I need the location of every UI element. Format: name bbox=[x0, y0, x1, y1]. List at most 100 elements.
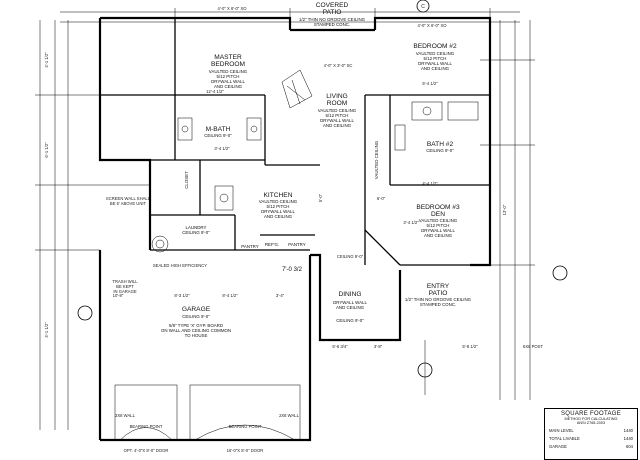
bedroom3-l2: 5/12 PITCH bbox=[427, 223, 450, 228]
ceiling-height-note: CEILING 9'-0" bbox=[337, 254, 364, 259]
square-footage-row-garage: GARAGE 604 bbox=[545, 444, 637, 449]
dim-d8: 5'-0" bbox=[318, 193, 323, 202]
square-footage-note1: METHOD FOR CALCULATING bbox=[564, 417, 618, 421]
entry-name: ENTRY bbox=[427, 283, 450, 290]
kitchen-l2: 5/12 PITCH bbox=[267, 204, 290, 209]
refg-name: REF'G. bbox=[265, 242, 279, 247]
master-bedroom-name: MASTER bbox=[214, 54, 242, 61]
bath2-l1: CEILING 9'-0" bbox=[426, 148, 454, 153]
kitchen-l3: DRYWALL WALL bbox=[261, 209, 295, 214]
dim-b1: 2X8 WALL bbox=[115, 413, 136, 418]
garage-name: GARAGE bbox=[182, 306, 211, 313]
bedroom3-name2: DEN bbox=[431, 211, 445, 218]
garage-area-label: GARAGE bbox=[549, 444, 567, 449]
section-markers: C bbox=[77, 0, 568, 395]
dim-b2: 2X8 WALL bbox=[279, 413, 300, 418]
total-livable-label: TOTAL LIVABLE bbox=[549, 436, 580, 441]
main-level-value: 1440 bbox=[623, 428, 633, 433]
section-marker-label: C bbox=[421, 4, 425, 10]
garage-l1: CEILING 9'-0" bbox=[182, 314, 210, 319]
kitchen-l4: AND CEILING bbox=[264, 214, 293, 219]
interior-walls bbox=[100, 18, 490, 266]
dim-g3: 8'-4 1/2" bbox=[222, 293, 238, 298]
dining-l1: DRYWALL WALL bbox=[333, 300, 367, 305]
covered-patio-name2: PATIO bbox=[323, 9, 342, 16]
living-room-l2: 5/12 PITCH bbox=[326, 113, 349, 118]
square-footage-table: SQUARE FOOTAGE METHOD FOR CALCULATING AN… bbox=[544, 408, 638, 460]
entry-l2: STAMPED CONC. bbox=[420, 302, 456, 307]
trash-note: TRASH WILL bbox=[112, 279, 138, 284]
garage-l4: TO HOUSE bbox=[185, 333, 208, 338]
dim-left1: 4'-1 1/2" bbox=[44, 52, 49, 68]
garage-l2: 5/8" TYPE 'X' GYP. BOARD bbox=[169, 323, 223, 328]
living-room-name2: ROOM bbox=[327, 100, 348, 107]
dim-d5: 3'-4 1/2" bbox=[403, 220, 419, 225]
sealed-note: SEALED HIGH EFFICIENCY bbox=[153, 263, 207, 268]
master-bedroom-name2: BEDROOM bbox=[211, 61, 245, 68]
garage-area-value: 604 bbox=[626, 444, 633, 449]
covered-patio-name: COVERED bbox=[316, 2, 349, 9]
dim-g4: 3'-4" bbox=[276, 293, 285, 298]
mbath-l1: CEILING 9'-0" bbox=[204, 133, 232, 138]
laundry-l1: CEILING 9'-0" bbox=[182, 230, 210, 235]
bedroom2-l2: 5/12 PITCH bbox=[424, 56, 447, 61]
dining-l2: AND CEILING bbox=[336, 305, 365, 310]
bedroom2-l1: VAULTED CEILING bbox=[416, 51, 455, 56]
master-bedroom-l1: VAULTED CEILING bbox=[209, 69, 248, 74]
garage-l3: ON WALL AND CEILING COMMON bbox=[161, 328, 231, 333]
bath-fixtures bbox=[177, 101, 479, 151]
entry-name2: PATIO bbox=[429, 290, 448, 297]
bedroom2-name: BEDROOM #2 bbox=[413, 43, 457, 50]
right-dimension-lines bbox=[480, 20, 535, 400]
garage-door-opt1: OPT. 4'-0"X 8'-0" DOOR bbox=[124, 448, 169, 453]
master-bedroom-l3: DRYWALL WALL bbox=[211, 79, 245, 84]
screen-wall-note: SCREEN WALL SHALL bbox=[106, 196, 151, 201]
dim-bottom1: 5'-6 3/4" bbox=[332, 344, 348, 349]
left-dimension-lines bbox=[35, 20, 175, 430]
laundry-name: LAUNDRY bbox=[186, 225, 207, 230]
kitchen-l1: VAULTED CEILING bbox=[259, 199, 298, 204]
square-footage-row-total: TOTAL LIVABLE 1440 bbox=[545, 436, 637, 441]
dim-left3: 4'-1 1/2" bbox=[44, 322, 49, 338]
bedroom3-l4: AND CEILING bbox=[424, 233, 453, 238]
bath2-name: BATH #2 bbox=[427, 141, 454, 148]
bedroom3-l3: DRYWALL WALL bbox=[421, 228, 455, 233]
bedroom3-name: BEDROOM #3 bbox=[416, 204, 460, 211]
dim-g2: 8'-3 1/2" bbox=[174, 293, 190, 298]
master-bedroom-l4: AND CEILING bbox=[214, 84, 243, 89]
vaulted-ceiling-label: VAULTED CEILING bbox=[374, 140, 379, 179]
dim-d6: 13'-0" bbox=[502, 204, 507, 215]
square-footage-row-main: MAIN LEVEL 1440 bbox=[545, 428, 637, 433]
covered-patio-l1: 1/2" THIN NO GROOVE CEILING bbox=[299, 17, 366, 22]
pantry1-name: PANTRY bbox=[241, 244, 258, 249]
dim-top3: 4'-0" X 6'-0" XO bbox=[417, 23, 447, 28]
covered-patio-l2: STAMPED CONC. bbox=[314, 22, 350, 27]
closet-name: CLOSET bbox=[184, 171, 189, 189]
dim-b3: BEARING POINT bbox=[130, 424, 163, 429]
square-footage-title: SQUARE FOOTAGE bbox=[560, 411, 622, 417]
post-note: 6X6 POST bbox=[523, 344, 543, 349]
kitchen-name: KITCHEN bbox=[264, 192, 293, 199]
dim-top1: 4'-0" X 6'-0" XO bbox=[217, 6, 247, 11]
trash-note2: BE KEPT bbox=[116, 284, 134, 289]
garage-doors bbox=[114, 384, 301, 441]
dim-d7: 6'-0" bbox=[377, 196, 386, 201]
dining-l3: CEILING 9'-0" bbox=[336, 318, 364, 323]
garage-door-opt2: 16'-0"X 8'-0" DOOR bbox=[227, 448, 264, 453]
square-footage-note2: ANSI Z765-2003 bbox=[576, 421, 606, 425]
bedroom2-l3: DRYWALL WALL bbox=[418, 61, 452, 66]
screen-wall-note2: BE 6' ABOVE UNIT bbox=[110, 201, 147, 206]
living-room-l1: VAULTED CEILING bbox=[318, 108, 357, 113]
dining-name: DINING bbox=[338, 291, 361, 298]
dim-d4: 4'-4 1/2" bbox=[422, 181, 438, 186]
living-room-l4: AND CEILING bbox=[323, 123, 352, 128]
living-room-name: LIVING bbox=[326, 93, 348, 100]
dim-d2: 3'-4 1/2" bbox=[214, 146, 230, 151]
bedroom2-l4: AND CEILING bbox=[421, 66, 450, 71]
living-room-l3: DRYWALL WALL bbox=[320, 118, 354, 123]
bedroom3-l1: VAULTED CEILING bbox=[419, 218, 458, 223]
dim-top2: 4'-0" X 3'-0" SC bbox=[324, 63, 353, 68]
total-livable-value: 1440 bbox=[623, 436, 633, 441]
dim-g1: 10'-8" bbox=[113, 293, 124, 298]
